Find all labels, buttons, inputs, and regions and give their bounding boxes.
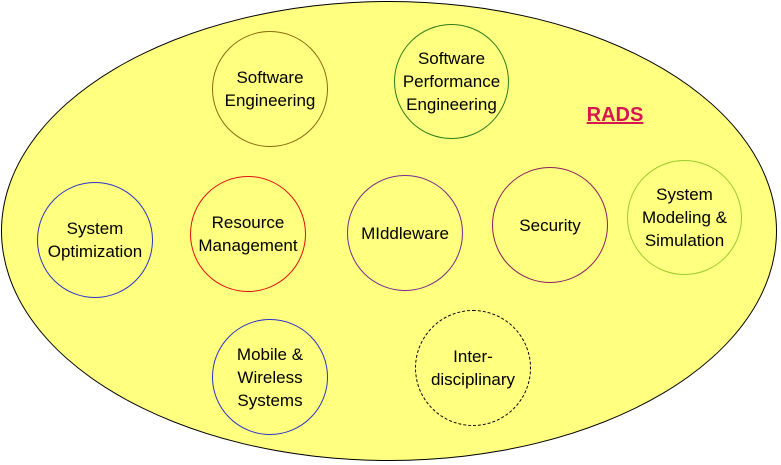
node-system-modeling-simulation: System Modeling & Simulation	[627, 160, 742, 275]
node-label: Software Performance Engineering	[402, 49, 501, 114]
diagram-title: RADS	[586, 104, 644, 126]
node-middleware: MIddleware	[347, 175, 463, 291]
node-label: Security	[519, 215, 581, 235]
node-label: Software Engineering	[224, 68, 316, 110]
node-label: System Optimization	[47, 219, 143, 261]
node-system-optimization: System Optimization	[37, 182, 153, 298]
node-resource-management: Resource Management	[190, 176, 306, 292]
node-label: Inter- disciplinary	[430, 347, 516, 389]
node-security: Security	[492, 167, 608, 283]
node-label: Mobile & Wireless Systems	[236, 344, 304, 410]
node-label: Resource Management	[198, 213, 298, 255]
node-label: System Modeling & Simulation	[641, 185, 728, 250]
node-mobile-wireless-systems: Mobile & Wireless Systems	[212, 319, 328, 435]
node-label: MIddleware	[361, 223, 449, 243]
node-interdisciplinary: Inter- disciplinary	[415, 310, 531, 426]
node-software-performance-engineering: Software Performance Engineering	[394, 24, 509, 139]
node-software-engineering: Software Engineering	[212, 31, 328, 147]
